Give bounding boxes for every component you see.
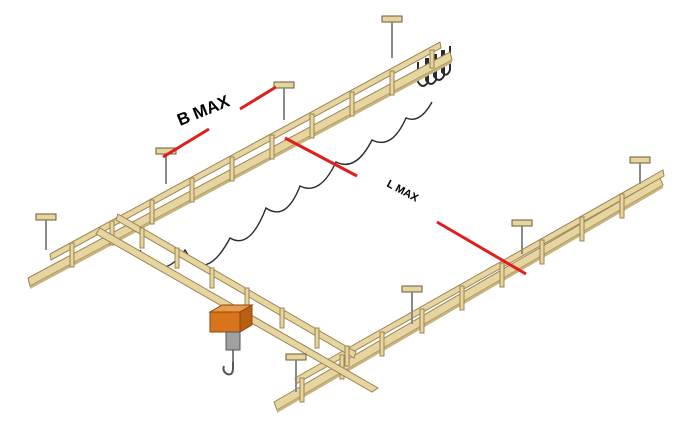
suspension-hanger bbox=[35, 15, 651, 392]
hoist bbox=[208, 304, 254, 362]
hanger-7 bbox=[401, 285, 423, 324]
hanger-3 bbox=[273, 81, 295, 120]
hanger-1 bbox=[35, 213, 57, 250]
bridge-girder-rungs bbox=[139, 227, 350, 367]
l-max-dimension-line bbox=[284, 136, 527, 276]
hanger-8 bbox=[285, 353, 307, 392]
b-max-dimension-line bbox=[162, 85, 277, 159]
hanger-4 bbox=[381, 15, 403, 58]
left-runway bbox=[27, 41, 453, 289]
hook bbox=[222, 362, 234, 376]
l-max-label: L MAX bbox=[385, 178, 421, 205]
hanger-2 bbox=[155, 147, 177, 184]
right-runway bbox=[273, 169, 665, 413]
hanger-5 bbox=[629, 156, 651, 184]
b-max-label: B MAX bbox=[174, 91, 233, 129]
left-runway-rungs bbox=[69, 49, 435, 268]
festoon-cable-bundle bbox=[417, 46, 451, 87]
hanger-6 bbox=[511, 219, 533, 254]
